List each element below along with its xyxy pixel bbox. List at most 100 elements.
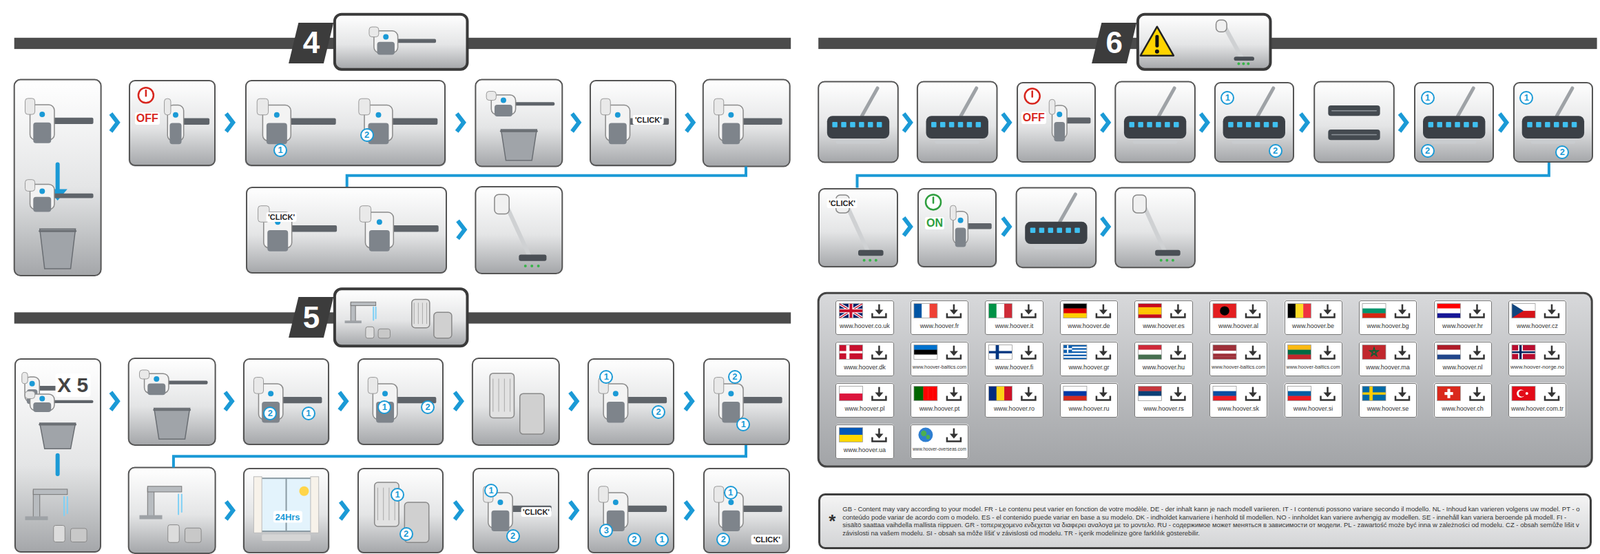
part-shape xyxy=(1571,121,1578,128)
download-icon xyxy=(1099,309,1108,315)
part-shape xyxy=(181,117,211,124)
part-shape xyxy=(185,527,202,543)
part-shape xyxy=(367,377,378,394)
flag-part xyxy=(1212,353,1237,357)
flag-part xyxy=(1287,349,1312,355)
step-panel xyxy=(245,186,448,274)
flag-part xyxy=(1063,352,1087,355)
flag-border xyxy=(1437,345,1461,360)
website-cell xyxy=(1209,382,1268,418)
flag-icon xyxy=(1137,345,1162,360)
step-panel: ON xyxy=(917,188,998,268)
part-line xyxy=(154,408,191,411)
part-shape xyxy=(310,476,319,533)
callout-number: 1 xyxy=(1519,90,1534,105)
step-chevron xyxy=(1399,113,1407,132)
website-link: www.hoover-baltics.com xyxy=(1284,341,1343,377)
part-shape xyxy=(600,98,611,116)
part-shape xyxy=(1223,115,1286,139)
part-shape xyxy=(1039,227,1045,233)
step-panel xyxy=(472,358,560,445)
website-url: www.hoover.dk xyxy=(843,363,886,371)
website-url: www.hoover.ch xyxy=(1441,404,1484,412)
step-panel xyxy=(128,358,216,445)
callout-number: 2 xyxy=(728,369,742,384)
website-cell xyxy=(910,300,969,335)
flag-part xyxy=(1063,354,1087,357)
part-shape xyxy=(164,98,171,116)
download-icon xyxy=(1398,392,1407,398)
callout-number: 2 xyxy=(1420,143,1435,158)
part-shape xyxy=(375,112,381,118)
flag-icon xyxy=(838,303,863,319)
part-shape xyxy=(1237,61,1240,65)
callout-number: 2 xyxy=(651,404,666,419)
download-icon xyxy=(1473,392,1482,398)
flag-part xyxy=(1511,351,1536,354)
flag-border xyxy=(1212,386,1237,401)
step-panel: 12 xyxy=(357,358,445,445)
part-shape xyxy=(1074,227,1080,233)
note-asterisk: * xyxy=(828,511,836,530)
download-icon xyxy=(1321,396,1335,401)
flag-part xyxy=(1137,303,1162,308)
flag-part xyxy=(923,386,929,401)
part-shape xyxy=(1535,121,1542,128)
callout-number: 2 xyxy=(420,400,435,414)
part-line xyxy=(1332,134,1377,136)
power-symbol xyxy=(1024,88,1041,105)
part-line xyxy=(1060,194,1076,222)
flag-part xyxy=(1362,308,1386,314)
flag-icon xyxy=(838,427,863,443)
flag-icon xyxy=(1511,345,1536,360)
part-shape xyxy=(949,121,955,128)
website-cell xyxy=(910,382,969,418)
step-panel xyxy=(703,358,791,445)
click-label: 'CLICK' xyxy=(826,198,858,209)
flag-part xyxy=(1063,386,1087,392)
callout-number: 2 xyxy=(263,406,277,421)
part-shape xyxy=(494,104,513,117)
power-on-label: ON xyxy=(925,216,945,230)
step-chevron xyxy=(458,220,465,239)
flag-part xyxy=(1137,354,1162,360)
part-shape xyxy=(518,254,547,261)
callout-number: 2 xyxy=(716,532,731,547)
flag-part xyxy=(913,354,938,360)
part-shape xyxy=(50,193,93,199)
part-shape xyxy=(172,112,179,118)
flag-part xyxy=(1212,347,1237,352)
website-url: www.hoover.ma xyxy=(1365,363,1410,371)
download-icon xyxy=(1398,309,1407,315)
flag-icon xyxy=(1063,386,1087,401)
note-box: *GB - Content may vary according to your… xyxy=(818,493,1592,550)
download-icon xyxy=(1547,309,1556,315)
bin-shape xyxy=(154,407,191,439)
part-shape xyxy=(721,510,740,532)
part-shape xyxy=(267,390,274,397)
download-icon xyxy=(1248,309,1257,315)
part-shape xyxy=(256,478,316,532)
step-chevron xyxy=(1002,113,1010,132)
callout-number: 2 xyxy=(399,526,414,541)
step-panel: 12 xyxy=(1414,81,1494,163)
website-url: www.hoover.hr xyxy=(1442,322,1483,330)
step-chevron xyxy=(685,391,693,410)
flag-part xyxy=(1063,347,1073,350)
part-line xyxy=(181,493,183,512)
website-cell xyxy=(984,382,1043,418)
part-shape xyxy=(714,486,724,503)
part-shape xyxy=(24,515,48,520)
flag-part xyxy=(1212,303,1237,319)
step-chevron xyxy=(570,391,578,410)
part-shape xyxy=(1159,258,1163,262)
part-shape xyxy=(153,376,160,382)
website-cell xyxy=(1134,300,1193,335)
step-panel xyxy=(14,79,102,276)
website-link: www.hoover.ro xyxy=(984,382,1043,418)
step-chevron xyxy=(339,391,347,410)
section-number: 4 xyxy=(303,27,320,58)
website-cell xyxy=(1209,300,1268,335)
website-link: www.hoover.co.uk xyxy=(835,300,894,335)
flag-part xyxy=(1063,396,1087,401)
